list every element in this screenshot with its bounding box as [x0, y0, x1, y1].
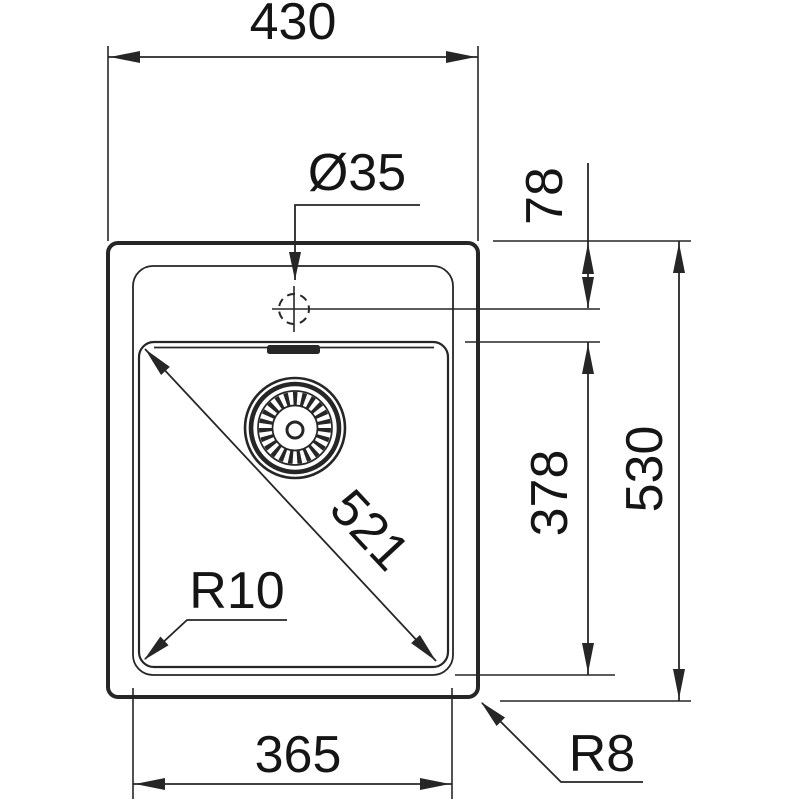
label-bowl-front-to-back: 378: [521, 450, 579, 537]
arrowhead-up: [582, 344, 594, 374]
label-overall-depth: 530: [616, 426, 674, 513]
arrowhead-corner: [481, 702, 506, 727]
arrowhead-left: [110, 51, 140, 63]
label-overall-width: 430: [250, 0, 337, 51]
arrowhead-left: [135, 778, 165, 790]
overflow-slot: [267, 345, 320, 354]
arrowhead-down: [582, 277, 594, 308]
dim-faucet-diameter: Ø35: [289, 144, 420, 280]
sink-outer-edge: [106, 241, 480, 699]
arrowhead-right: [420, 778, 450, 790]
leader-line: [144, 619, 287, 660]
leader-line: [481, 702, 643, 783]
arrowhead-down: [582, 643, 594, 673]
drain-inner-ring: [257, 390, 333, 466]
dim-bowl-diagonal: 521: [144, 348, 437, 662]
label-deck-to-bowl: 78: [516, 167, 574, 225]
label-faucet-diameter: Ø35: [308, 144, 406, 202]
arrowhead-right: [446, 51, 476, 63]
drain-knob: [285, 420, 305, 440]
bowl-outline: [137, 340, 450, 669]
drain-basket-ring: [271, 404, 319, 452]
drain-outer-ring: [243, 376, 347, 480]
arrowhead-up-left: [145, 349, 170, 376]
dim-overall-width: 430: [107, 0, 479, 241]
label-bowl-corner-radius: R10: [189, 562, 284, 620]
dim-bowl-corner-radius: R10: [144, 562, 287, 660]
dim-bowl-front-to-back: 378: [521, 342, 594, 675]
label-outer-corner-radius: R8: [569, 725, 635, 783]
dimension-line: [144, 348, 437, 662]
dim-outer-corner-radius: R8: [481, 702, 643, 783]
drain-strainer-slots: [259, 392, 331, 464]
label-bowl-diagonal: 521: [319, 479, 421, 582]
arrowhead-up: [673, 243, 685, 273]
arrowhead-down: [289, 252, 301, 280]
faucet-hole: [272, 286, 600, 332]
label-bowl-width: 365: [255, 726, 342, 784]
arrowhead-down-right: [411, 634, 436, 661]
drain-strainer-icon: [243, 376, 347, 480]
arrowhead-corner: [144, 636, 169, 660]
arrowhead-up: [582, 243, 594, 274]
dim-deck-to-bowl: 78: [516, 163, 594, 308]
drain-flange-ring: [248, 381, 342, 475]
dim-bowl-width: 365: [132, 688, 453, 799]
arrowhead-down: [673, 669, 685, 699]
dim-overall-depth: 530: [616, 241, 685, 701]
